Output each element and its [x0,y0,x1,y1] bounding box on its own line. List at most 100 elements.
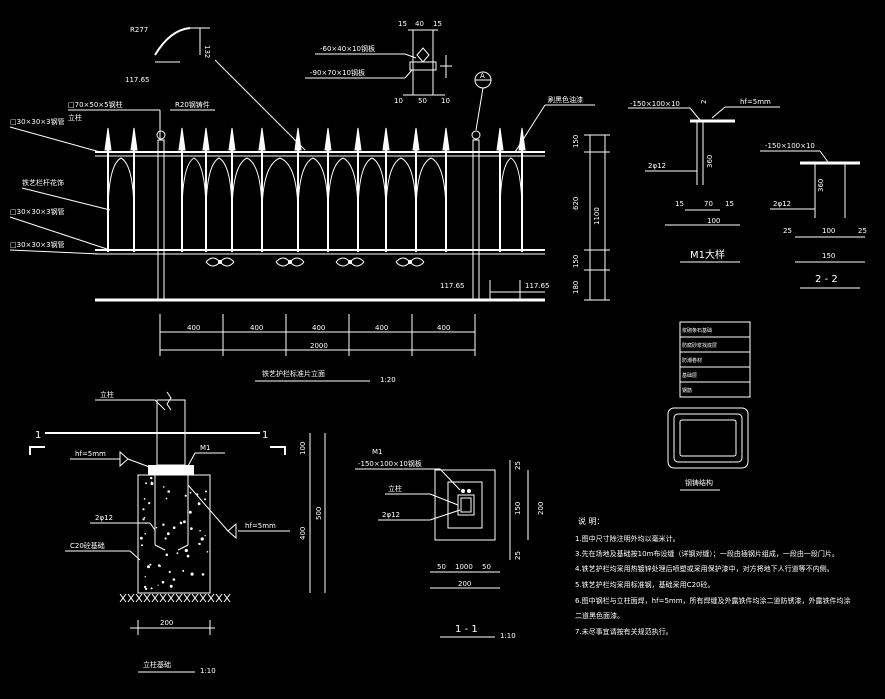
soil-hatch-line [159,593,167,603]
fence-elevation: R277 132 117.65 □70×50×5钢柱 R20钢铸件 □30×30… [9,26,610,384]
leader-line [9,249,101,255]
leader-line [21,187,111,211]
hdim-400-5: 400 [437,324,450,332]
vdim-180: 180 [572,281,580,294]
s11-bar-dot [461,489,465,493]
concrete-speckle [143,585,147,589]
m1-bar-label: 2φ12 [648,162,666,170]
concrete-speckle [162,523,165,526]
legend-item-3: 防潮卷材 [682,357,702,364]
concrete-speckle [150,587,153,590]
post-cap-detail: 15 40 15 -60×40×10钢板 -90×70×10钢板 10 50 1… [305,20,452,105]
leader-line [689,107,701,121]
soil-hatch-line [143,593,151,603]
leader-line [9,216,111,251]
f-dim-200: 200 [160,619,173,627]
picket-spearhead [104,127,112,151]
soil-hatch-line [167,593,175,603]
picket-spearhead [178,127,186,151]
m1-dim-15a: 15 [675,200,684,208]
leader-line [187,452,196,467]
section-1-1: M1 -150×100×10钢板 立柱 2φ12 50 1000 50 200 … [355,448,545,640]
cap-plate-top [416,47,430,63]
concrete-speckle [190,572,194,576]
leader-line [187,484,229,532]
cap-plate [409,61,437,71]
m1-weld-label: hf=5mm [740,98,771,106]
cap-dim-40: 40 [415,20,424,28]
concrete-speckle [186,554,190,558]
m1-dim-15b: 15 [725,200,734,208]
s11-hdim-200: 200 [458,580,471,588]
s11-post-inner [460,497,472,513]
weld-label: hf=5mm [75,450,106,458]
picket-spearhead [228,127,236,151]
soil-hatch-line [183,593,191,603]
dim-132: 132 [203,45,211,58]
concrete-label: C20砼基础 [70,541,105,550]
concrete-speckle [145,587,148,591]
notes-heading: 说 明： [578,516,605,526]
right-post-cap [471,130,481,140]
cap-dim-50: 50 [418,97,427,105]
picket-spearhead [130,127,138,151]
picket-arch [385,157,417,216]
leader-line [9,126,101,153]
note-7: 7.未尽事宜请按有关规范执行。 [575,627,673,636]
weld-symbol [119,450,129,468]
m1-label: M1 [200,444,211,452]
concrete-speckle [144,533,146,535]
picket-spearhead [496,127,504,151]
sec-mark-right [270,446,286,455]
note-5: 5.铁艺护栏均采用标准钢，基础采用C20砼。 [575,580,714,589]
concrete-speckle [159,565,161,568]
picket-spearhead [258,127,266,151]
concrete-speckle [172,526,176,529]
soil-hatch-line [151,593,159,603]
legend-item-2: 防腐砂浆找底层 [682,342,717,349]
section-core [679,419,737,457]
picket-arch [261,157,299,216]
post-label: 立柱 [100,390,114,399]
picket-arch [181,157,207,216]
picket-arch [415,157,447,216]
m1-height: 360 [706,155,714,168]
anchor-hook [154,544,166,551]
legend-item-1: 浆砌条石基础 [682,327,712,334]
m1-plate-fill [148,465,194,475]
left-post-cap [156,130,166,140]
sec-label-right: 1 [262,430,268,441]
soil-hatch-line [191,593,199,603]
section-outer [667,407,749,469]
hdim-400-2: 400 [250,324,263,332]
hdim-400-1: 400 [187,324,200,332]
concrete-speckle [205,490,207,493]
concrete-speckle [157,584,159,586]
soil-hatch [119,593,231,603]
s22-plate-label: -150×100×10 [765,142,815,150]
foundation-block [137,474,211,594]
s22-dim-25a: 25 [783,227,792,235]
concrete-speckle [150,476,153,480]
s11-hdim-1000: 1000 [455,563,473,571]
concrete-speckle [201,573,205,576]
legend-box: 浆砌条石基础 防腐砂浆找底层 防潮卷材 基础层 钢筋 钢铸结构 [667,321,751,491]
concrete-speckle [142,508,145,511]
label-paint: 刷黑色油漆 [548,95,583,104]
soil-hatch-line [215,593,223,603]
s11-post-label: 立柱 [388,484,402,493]
note-4: 4.铁艺护栏均采用热镀锌处理后喷塑或采用保护漆中，对方将地下人行道等不内侧。 [575,564,834,573]
picket-arch [107,157,135,216]
dim-11765: 117.65 [125,76,150,84]
s11-title: 1 - 1 [455,624,478,635]
cap-dim-10a: 10 [394,97,403,105]
picket-arch [231,157,263,216]
leader-line [404,53,417,59]
picket-spearhead [294,127,302,151]
concrete-speckle [183,520,186,524]
concrete-speckle [155,526,158,529]
soil-hatch-line [127,593,135,603]
soil-hatch-line [199,593,207,603]
cap-dim-15b: 15 [433,20,442,28]
weld2-label: hf=5mm [245,522,276,530]
